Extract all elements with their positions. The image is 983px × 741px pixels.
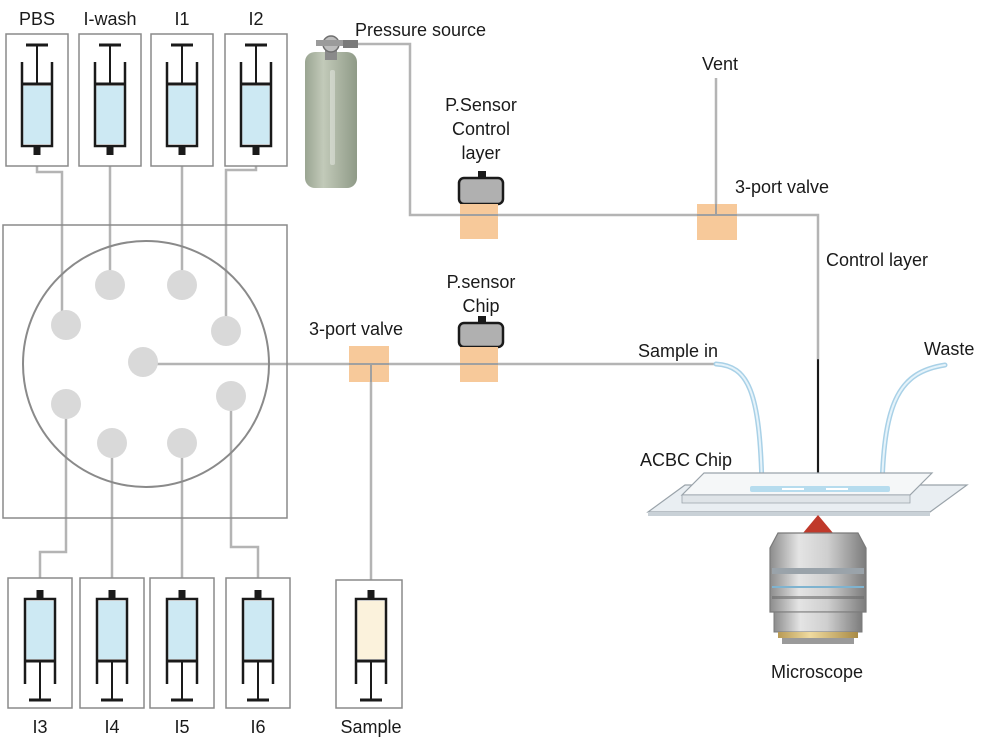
tube-i6 [229,396,260,590]
rotary-valve-port [97,428,127,458]
rotary-valve [2,224,288,519]
tube-pbs [35,155,64,322]
label-psensor-control-line2: Control [452,119,510,139]
syringe-i1: I1 [150,9,214,167]
pressure-sensor-chip [457,316,505,382]
rotary-valve-port [216,381,246,411]
tube-i3 [38,404,68,590]
label-sample-in: Sample in [638,341,718,361]
label-acbc-chip: ACBC Chip [640,450,732,470]
rotary-valve-center-port [128,347,158,377]
pressure-sensor-control [457,171,505,239]
rotary-valve-housing [2,224,288,519]
syringe-pbs: PBS [5,9,69,167]
syringe-label: I3 [32,717,47,737]
label-microscope: Microscope [771,662,863,682]
rotary-valve-port [167,270,197,300]
pressure-source-cylinder [305,35,358,188]
syringe-label: PBS [19,9,55,29]
rotary-valve-port [211,316,241,346]
label-psensor-control-line3: layer [461,143,500,163]
tube-i2 [224,155,258,330]
tube-pressure [358,42,820,478]
syringe-i-wash: I-wash [78,9,142,167]
syringe-i2: I2 [224,9,288,167]
chip-tubes [713,359,948,491]
rotary-valve-port [95,270,125,300]
sample-in-tube-core [715,363,763,489]
syringe-i3: I3 [7,577,73,737]
waste-tube-core [881,364,946,489]
syringe-label: I-wash [83,9,136,29]
syringe-i5: I5 [149,577,215,737]
rotary-valve-disc [22,240,270,488]
syringe-label: I5 [174,717,189,737]
label-psensor-chip-line1: P.sensor [447,272,516,292]
syringe-i4: I4 [79,577,145,737]
sensor-control-block [460,204,498,239]
syringe-label: I6 [250,717,265,737]
acbc-chip [646,472,969,516]
label-psensor-chip-line2: Chip [462,296,499,316]
rotary-valve-port [51,310,81,340]
label-psensor-control-line1: P.Sensor [445,95,517,115]
labels: Pressure source P.Sensor Control layer V… [309,20,974,682]
label-waste: Waste [924,339,974,359]
syringe-sample: Sample [335,579,403,737]
rotary-valve-port [167,428,197,458]
rotary-valve-port [51,389,81,419]
microscope-objective [769,515,867,644]
label-control-layer: Control layer [826,250,928,270]
label-vent: Vent [702,54,738,74]
syringe-i6: I6 [225,577,291,737]
syringe-label: Sample [340,717,401,737]
syringe-label: I2 [248,9,263,29]
label-pressure-source: Pressure source [355,20,486,40]
syringe-label: I4 [104,717,119,737]
waste-tube [879,362,948,491]
tubing-lines [35,42,820,597]
label-valve-control: 3-port valve [735,177,829,197]
syringe-label: I1 [174,9,189,29]
label-valve-sample: 3-port valve [309,319,403,339]
